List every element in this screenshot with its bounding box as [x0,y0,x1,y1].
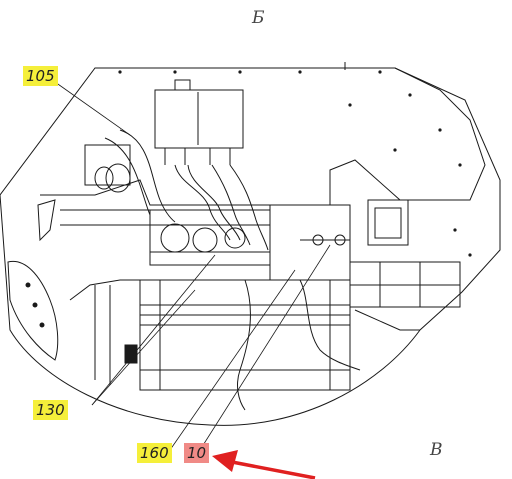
callout-105: 105 [23,66,58,86]
callout-160: 160 [137,443,172,463]
view-label-top: Б [252,8,265,28]
view-label-bottom-right: В [430,440,443,460]
callout-130: 130 [33,400,68,420]
callout-10: 10 [184,443,210,463]
leader-10 [199,244,331,451]
pointer-arrow [212,450,316,479]
pump-block [149,209,271,266]
radiator-block [139,279,351,391]
leader-130-a [91,254,216,406]
leader-130-b [91,289,196,406]
leader-160 [169,269,296,451]
leader-105 [54,81,131,136]
control-box [154,89,244,149]
upper-housing [40,67,486,206]
right-frame [269,204,351,281]
